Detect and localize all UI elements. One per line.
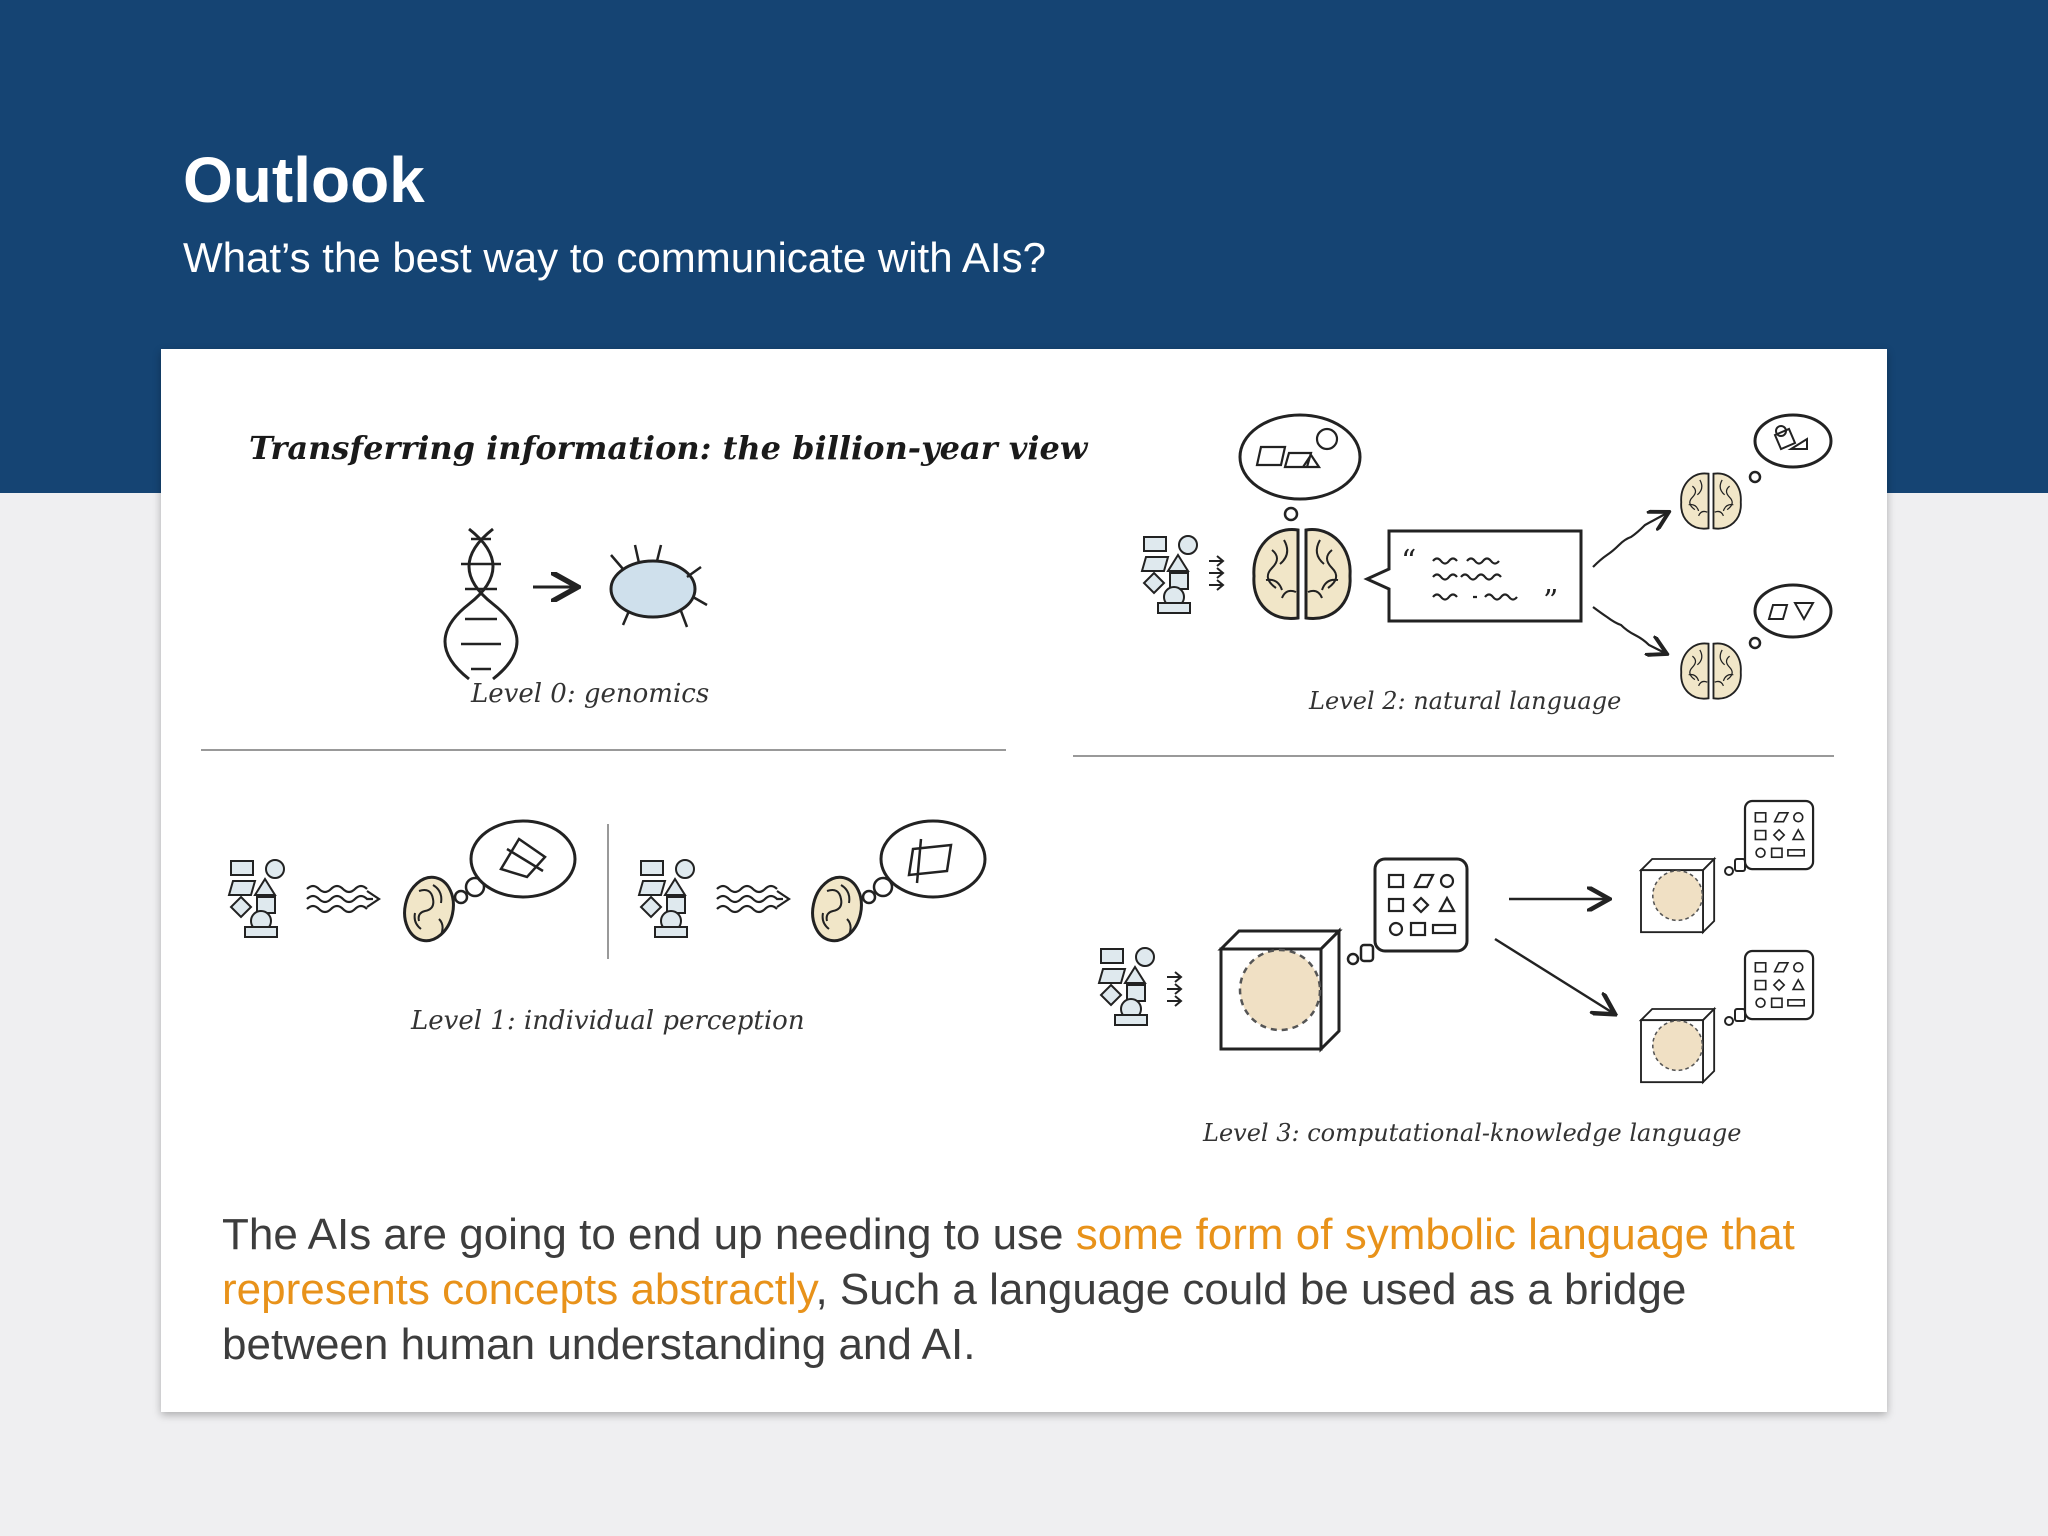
receiver-cube-icon (1640, 858, 1716, 934)
microbe-icon (609, 544, 708, 628)
thought-bubble-icon (1753, 583, 1833, 639)
level1-left-panel (228, 819, 577, 947)
level1-caption: Level 1: individual perception (410, 1006, 805, 1036)
level3-arrow-lower (1494, 937, 1613, 1013)
level3-illustration (1098, 799, 1815, 1084)
body-paragraph: The AIs are going to end up needing to u… (222, 1207, 1842, 1372)
figure-title: Transferring information: the billion-ye… (249, 429, 1089, 467)
level0-caption: Level 0: genomics (470, 679, 709, 709)
signal-waves-icon (305, 884, 381, 914)
input-shapes-icon (1141, 535, 1198, 614)
receiver-brain-icon (1680, 472, 1742, 530)
level2-illustration: “ ” (1141, 413, 1833, 700)
input-shapes-icon (1098, 947, 1155, 1026)
thought-bubble-icon (1238, 413, 1362, 501)
dna-icon (443, 527, 519, 681)
quote-open: “ (1401, 544, 1416, 579)
content-card: Transferring information: the billion-ye… (161, 349, 1887, 1412)
brain-side-icon (397, 871, 461, 947)
figure-billion-year-view: Transferring information: the billion-ye… (161, 349, 1887, 1169)
slide-subtitle: What’s the best way to communicate with … (183, 234, 1046, 281)
thought-bubble-icon (879, 819, 987, 899)
quote-close: ” (1543, 584, 1558, 619)
level3-caption: Level 3: computational-knowledge languag… (1202, 1119, 1742, 1147)
thought-bubble-icon (1753, 413, 1833, 469)
symbol-panel-icon (1743, 799, 1815, 871)
brain-side-icon (805, 871, 869, 947)
signal-waves-icon (715, 884, 791, 914)
body-text-after: , Such a language could be used as a bri… (222, 1265, 1687, 1369)
symbol-panel-icon (1743, 949, 1815, 1021)
level1-right-panel (638, 819, 987, 947)
input-shapes-icon (228, 859, 285, 938)
slide-title: Outlook (183, 144, 425, 216)
input-shapes-icon (638, 859, 695, 938)
receiver-brain-icon (1680, 642, 1742, 700)
brain-icon (1252, 528, 1352, 621)
body-text-before: The AIs are going to end up needing to u… (222, 1210, 1076, 1259)
receiver-cube-icon (1640, 1008, 1716, 1084)
speech-bubble-icon (1363, 529, 1583, 623)
symbol-panel-icon (1373, 857, 1469, 953)
level2-caption: Level 2: natural language (1308, 687, 1621, 715)
computation-cube-icon (1219, 929, 1341, 1051)
input-arrows-icon (1166, 971, 1182, 1007)
figure-illustration: Transferring information: the billion-ye… (201, 413, 1834, 1147)
body-text-highlight: some form of symbolic language that repr… (222, 1210, 1795, 1314)
input-arrows-icon (1208, 555, 1224, 591)
